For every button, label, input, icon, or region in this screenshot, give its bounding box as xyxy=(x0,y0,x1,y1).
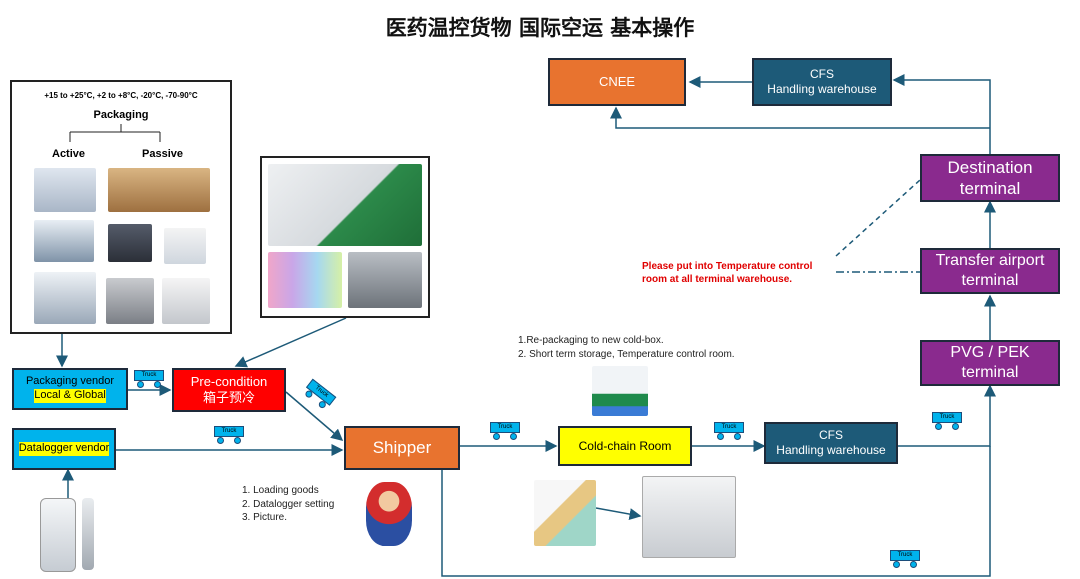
packaging-vendor-label: Packaging vendor xyxy=(25,375,115,388)
transfer-label: Transfer airport xyxy=(935,252,1045,269)
transfer-sublabel: terminal xyxy=(961,272,1019,289)
shipper-box: Shipper xyxy=(344,426,460,470)
precondition-box: Pre-condition 箱子预冷 xyxy=(172,368,286,412)
datalogger-vendor-label: Datalogger vendor xyxy=(18,442,110,456)
thermal-box-diagram-image xyxy=(268,164,422,246)
cfs-origin-box: CFS Handling warehouse xyxy=(764,422,898,464)
truck-icon: Truck xyxy=(490,422,520,440)
cfs-destination-box: CFS Handling warehouse xyxy=(752,58,892,106)
pvg-pek-terminal-box: PVG / PEK terminal xyxy=(920,340,1060,386)
shipper-to-pvg-bottom-line xyxy=(441,446,991,577)
active-csafe-image xyxy=(34,220,94,262)
destination-to-cfs-line xyxy=(892,74,991,154)
coldchain-room-label: Cold-chain Room xyxy=(578,438,672,453)
shipper-note-3: 3. Picture. xyxy=(242,512,288,523)
shipper-label: Shipper xyxy=(372,438,432,458)
truck-icon: Truck xyxy=(890,550,920,568)
truck-icon: Truck xyxy=(714,422,744,440)
truck-icon: Truck xyxy=(134,370,164,388)
passive-crate-image xyxy=(108,224,152,262)
pvg-pek-sublabel: terminal xyxy=(961,364,1019,381)
coldroom-note-2: 2. Short term storage, Temperature contr… xyxy=(518,348,735,360)
active-container-image xyxy=(34,168,96,212)
page-title: 医药温控货物 国际空运 基本操作 xyxy=(385,16,695,40)
destination-terminal-box: Destination terminal xyxy=(920,154,1060,202)
precondition-label: Pre-condition xyxy=(190,373,268,389)
coldbox-small-image xyxy=(534,480,596,546)
packaging-heading: Packaging xyxy=(93,109,149,121)
shipper-notes: 1. Loading goods 2. Datalogger setting 3… xyxy=(242,484,334,525)
packaging-vendor-box: Packaging vendor Local & Global xyxy=(12,368,128,410)
packaging-panel: +15 to +25°C, +2 to +8°C, -20°C, -70-90°… xyxy=(10,80,232,334)
temperature-warning: Please put into Temperature control room… xyxy=(642,260,812,286)
coldroom-notes: 1.Re-packaging to new cold-box. 2. Short… xyxy=(518,334,735,361)
precondition-to-shipper-arrow xyxy=(285,391,344,441)
transfer-terminal-box: Transfer airport terminal xyxy=(920,248,1060,294)
cfs-origin-label: CFS xyxy=(819,428,843,442)
worker-cartoon-image xyxy=(366,482,412,546)
cfs-destination-label: CFS xyxy=(810,67,834,81)
thermal-box-photo-panel xyxy=(260,156,430,318)
active-uld-image xyxy=(34,272,96,324)
destination-to-cnee-line xyxy=(610,106,990,129)
destination-label: Destination xyxy=(947,157,1033,177)
cfs-destination-sublabel: Handling warehouse xyxy=(767,82,877,96)
datalogger-side-image xyxy=(82,498,94,570)
shipper-note-2: 2. Datalogger setting xyxy=(242,498,335,510)
coldroom-note-1: 1.Re-packaging to new cold-box. xyxy=(518,335,664,346)
datalogger-device-image xyxy=(40,498,76,572)
packaging-vendor-scope: Local & Global xyxy=(34,389,106,403)
passive-boxes-image xyxy=(108,168,210,212)
cleanroom-worker-image xyxy=(592,366,648,416)
passive-foam-box-image xyxy=(164,228,206,264)
warning-line-2: room at all terminal warehouse. xyxy=(642,274,793,285)
cnee-label: CNEE xyxy=(598,73,636,89)
datalogger-vendor-box: Datalogger vendor xyxy=(12,428,116,470)
precondition-cn-label: 箱子预冷 xyxy=(202,390,255,405)
passive-cover-image xyxy=(162,278,210,324)
packaging-tree-lines xyxy=(69,124,161,142)
truck-icon: Truck xyxy=(932,412,962,430)
truck-icon: Truck xyxy=(214,426,244,444)
photo-to-precondition-arrow xyxy=(234,317,347,368)
cfs-origin-sublabel: Handling warehouse xyxy=(776,443,886,457)
warning-dashed-line xyxy=(835,179,921,257)
active-label: Active xyxy=(52,148,86,160)
passive-wrapped-image xyxy=(106,278,154,324)
temperature-ranges: +15 to +25°C, +2 to +8°C, -20°C, -70-90°… xyxy=(44,91,198,100)
cold-room-image xyxy=(348,252,422,308)
destination-sublabel: terminal xyxy=(959,179,1021,198)
warning-line-1: Please put into Temperature control xyxy=(642,261,813,272)
cnee-box: CNEE xyxy=(548,58,686,106)
shipper-note-1: 1. Loading goods xyxy=(242,485,319,496)
coldchain-room-box: Cold-chain Room xyxy=(558,426,692,466)
coldbox-large-image xyxy=(642,476,736,558)
coldbox-arrow xyxy=(595,507,642,521)
gel-packs-image xyxy=(268,252,342,308)
passive-label: Passive xyxy=(142,148,183,160)
pvg-pek-label: PVG / PEK xyxy=(950,344,1030,361)
